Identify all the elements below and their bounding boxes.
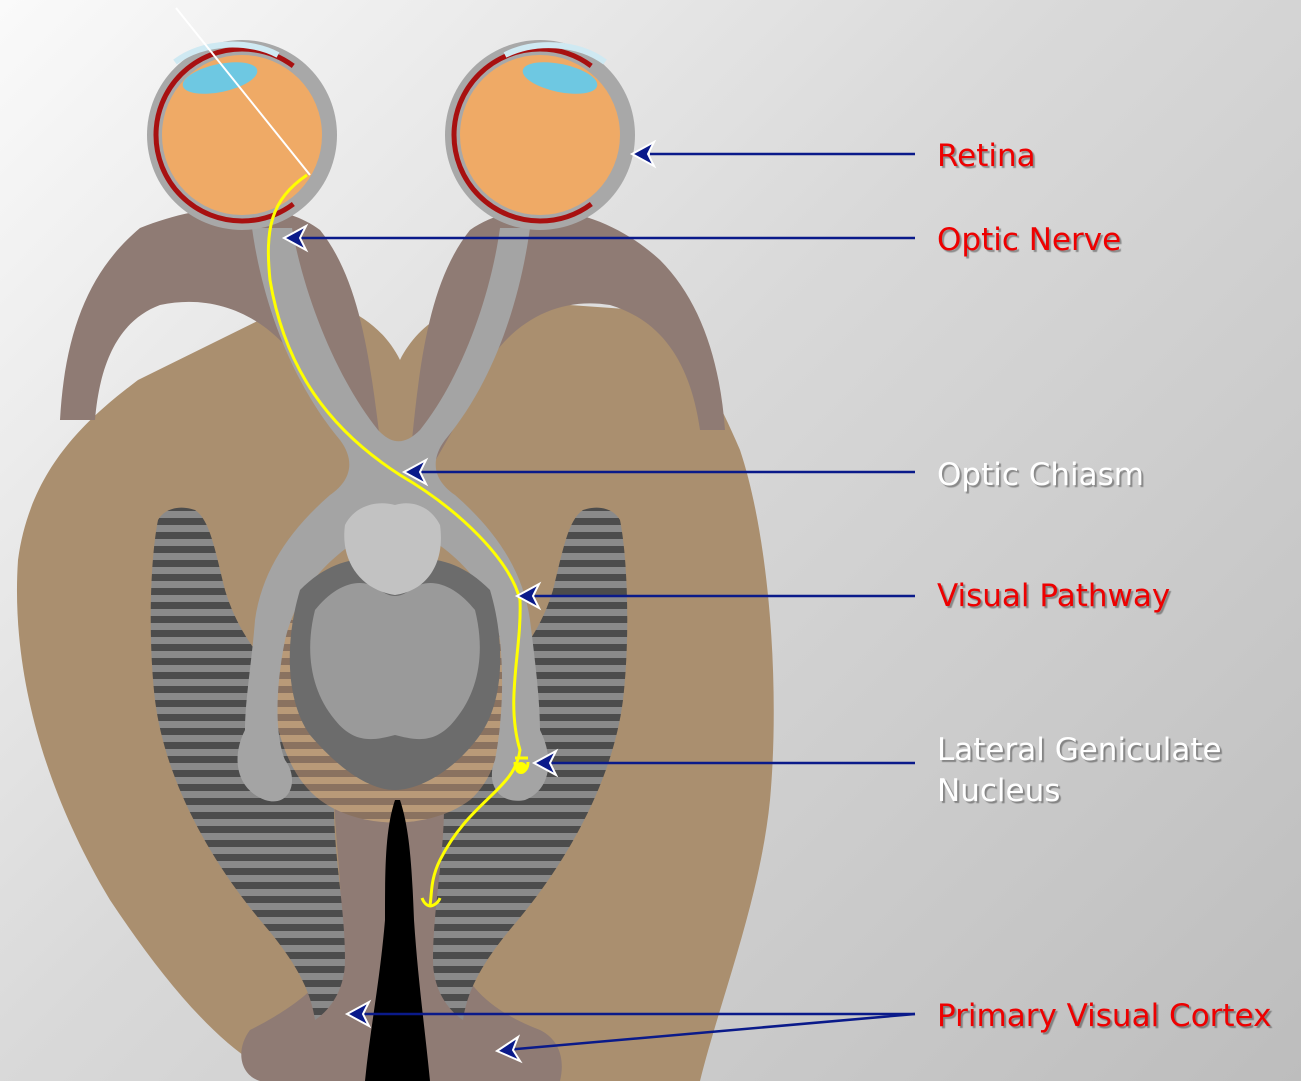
third-ventricle-inner [310, 583, 480, 739]
optic-chiasm-label: Optic Chiasm [937, 457, 1144, 493]
retina-label: Retina [937, 138, 1036, 174]
primary-visual-cortex-label: Primary Visual Cortex [937, 998, 1271, 1034]
lgn-label-line2: Nucleus [937, 773, 1060, 809]
right-eye [445, 40, 635, 230]
left-eye [147, 40, 337, 230]
lgn-label-line1: Lateral Geniculate [937, 732, 1222, 768]
visual-pathway-label: Visual Pathway [937, 578, 1170, 614]
optic-nerve-label: Optic Nerve [937, 222, 1121, 258]
